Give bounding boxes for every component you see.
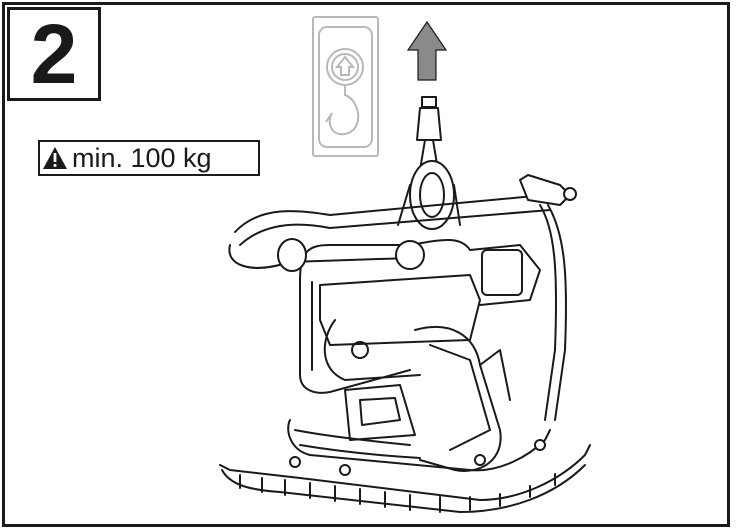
warning-text: min. 100 kg: [72, 142, 212, 173]
step-number: 2: [30, 7, 78, 101]
weight-warning-label: min. 100 kg: [38, 140, 260, 176]
step-number-box: 2: [7, 7, 101, 101]
lifting-hook-icon: [312, 16, 379, 157]
plate-compactor-drawing: [219, 96, 591, 513]
up-arrow-icon: [406, 20, 448, 81]
warning-triangle-icon: [43, 147, 67, 169]
